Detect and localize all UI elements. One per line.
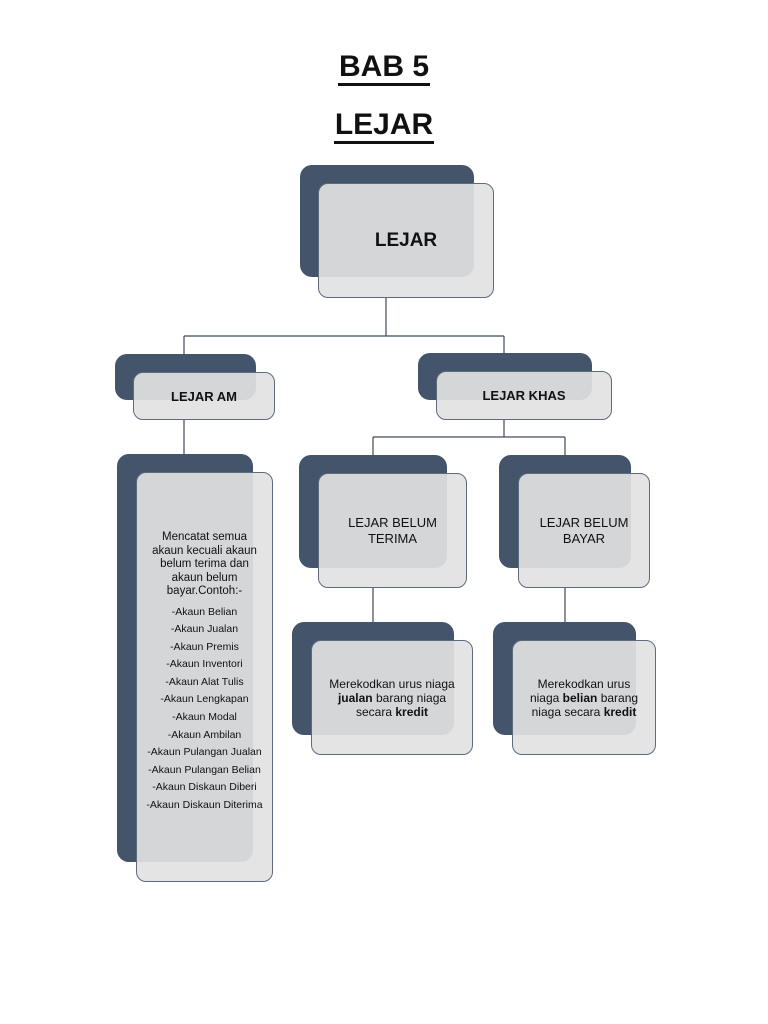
belum-terima-desc-jualan: jualan [337,690,373,705]
lejar-am-example-item: -Akaun Belian [171,605,238,618]
root-node-label: LEJAR [374,229,438,251]
chapter-number: BAB 5 [337,50,430,86]
lejar-am-example-item: -Akaun Jualan [170,623,239,636]
lejar-khas-node: LEJAR KHAS [436,371,612,420]
lejar-am-list: Mencatat semua akaun kecuali akaun belum… [136,472,273,882]
belum-terima-label: LEJAR BELUM TERIMA [348,514,437,546]
root-node: LEJAR [318,183,494,298]
belum-bayar-desc-text: Merekodkan urus niaga belian barang niag… [513,677,655,719]
belum-bayar-desc-mid: barang niaga secara [531,690,639,719]
lejar-am-example-item: -Akaun Diskaun Diberi [152,781,257,794]
belum-bayar-description: Merekodkan urus niaga belian barang niag… [512,640,656,755]
belum-bayar-desc-belian: belian [562,690,598,705]
lejar-am-examples: -Akaun Belian -Akaun Jualan -Akaun Premis -… [146,604,262,815]
lejar-am-example-item: -Akaun Premis [170,640,239,653]
belum-terima-desc-mid: barang niaga secara [355,690,447,719]
lejar-am-example-item: -Akaun Alat Tulis [165,675,244,688]
belum-terima-node: LEJAR BELUM TERIMA [318,473,467,588]
lejar-am-example-item: -Akaun Lengkapan [160,693,249,706]
page-title-text: LEJAR [333,108,435,144]
belum-bayar-label: LEJAR BELUM BAYAR [539,514,629,546]
lejar-am-example-item: -Akaun Inventori [166,658,243,671]
lejar-am-example-item: -Akaun Pulangan Belian [148,763,261,776]
lejar-am-example-item: -Akaun Ambilan [167,728,242,741]
belum-terima-desc-kredit: kredit [395,704,429,719]
lejar-am-label: LEJAR AM [171,388,237,404]
belum-bayar-desc-pre: Merekodkan urus niaga [529,676,631,705]
belum-terima-desc-pre: Merekodkan urus niaga [329,676,455,691]
belum-terima-desc-text: Merekodkan urus niaga jualan barang niag… [312,677,472,719]
belum-bayar-node: LEJAR BELUM BAYAR [518,473,650,588]
belum-bayar-desc-kredit: kredit [603,704,637,719]
chapter-title: BAB 5 [0,50,768,86]
lejar-khas-label: LEJAR KHAS [482,388,566,403]
lejar-am-example-item: -Akaun Modal [172,711,237,724]
page-title: LEJAR [0,108,768,144]
lejar-am-example-item: -Akaun Diskaun Diterima [146,799,263,812]
lejar-am-node: LEJAR AM [133,372,275,420]
lejar-am-example-item: -Akaun Pulangan Jualan [147,746,262,759]
belum-terima-description: Merekodkan urus niaga jualan barang niag… [311,640,473,755]
lejar-am-description: Mencatat semua akaun kecuali akaun belum… [152,531,257,597]
